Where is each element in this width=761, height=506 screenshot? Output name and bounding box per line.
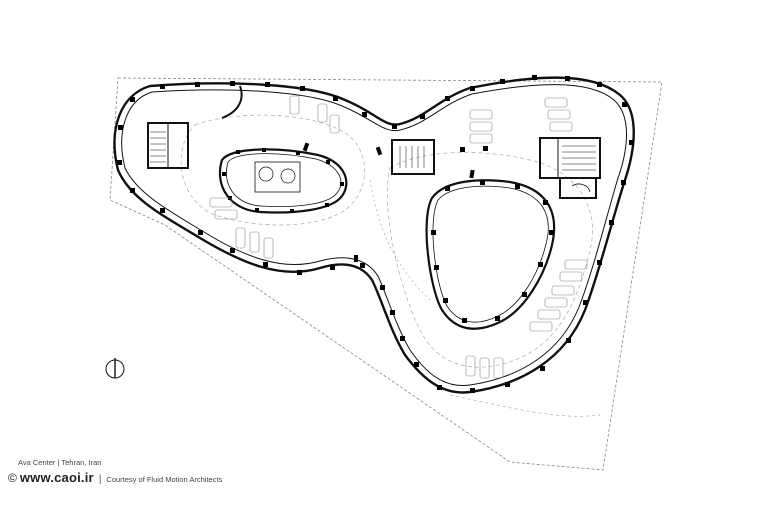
parking-stalls <box>209 95 588 379</box>
stair-core-center <box>391 139 435 175</box>
right-core-void <box>425 179 556 330</box>
stair-core-west <box>147 85 243 169</box>
project-name: Ava Center <box>18 458 56 467</box>
building-envelope <box>113 76 635 394</box>
stair-core-east <box>539 137 601 199</box>
source-credit: ©www.caoi.ir | Courtesy of Fluid Motion Ar… <box>8 470 222 485</box>
copyright-symbol: © <box>8 471 17 485</box>
north-arrow-icon <box>105 358 125 379</box>
project-location: Tehran, Iran <box>61 458 102 467</box>
drawing-caption: Ava Center | Tehran, Iran <box>18 458 101 467</box>
drive-ramp <box>180 114 601 417</box>
right-core-columns <box>431 180 554 323</box>
left-core-void <box>218 148 348 214</box>
plan-markers <box>302 142 488 262</box>
website-link[interactable]: www.caoi.ir <box>19 470 94 485</box>
caption-divider: | <box>57 458 60 467</box>
courtesy-text: Courtesy of Fluid Motion Architects <box>106 475 223 484</box>
credit-divider: | <box>98 474 102 485</box>
site-boundary <box>109 77 663 471</box>
perimeter-columns <box>117 75 634 393</box>
